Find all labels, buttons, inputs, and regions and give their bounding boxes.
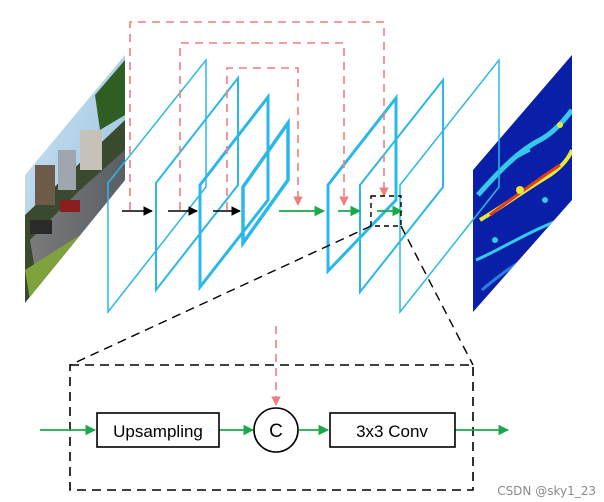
- encoder-layer-3: [198, 92, 270, 292]
- concat-label: C: [269, 421, 283, 442]
- conv-label: 3x3 Conv: [356, 422, 428, 441]
- encoder-layer-2: [155, 75, 239, 293]
- decoder-layer-1: [326, 93, 398, 275]
- zoom-box: [370, 195, 402, 227]
- skip-connection-outer: [129, 21, 389, 210]
- skip-connection-middle: [179, 42, 349, 210]
- output-heatmap: [473, 55, 572, 312]
- skip-connection-inner: [226, 67, 303, 210]
- decoder-layers: [326, 57, 500, 315]
- upsampling-label: Upsampling: [113, 422, 203, 441]
- skip-connections: [129, 21, 389, 406]
- decoder-layer-2: [359, 77, 444, 295]
- encoder-layer-4: [241, 117, 290, 249]
- concat-block: C: [253, 407, 299, 453]
- decoder-layer-3: [399, 57, 500, 315]
- encoder-layer-1: [107, 57, 207, 315]
- detail-panel: [69, 364, 474, 491]
- zoom-lines: [69, 225, 474, 366]
- conv-block: 3x3 Conv: [329, 412, 456, 448]
- watermark: CSDN @sky1_23: [497, 484, 596, 498]
- encoder-layers: [107, 57, 290, 315]
- upsampling-block: Upsampling: [96, 412, 220, 448]
- input-image: [25, 55, 125, 303]
